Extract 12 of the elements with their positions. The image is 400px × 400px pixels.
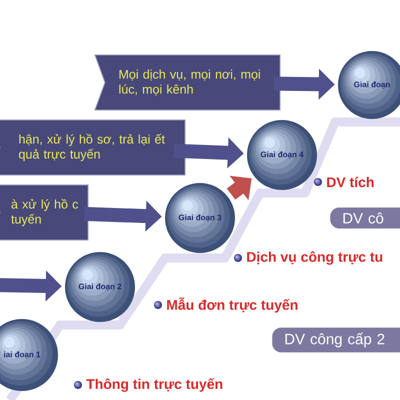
- banner: à xử lý hồ c tuyến: [0, 184, 88, 240]
- pill-label: DV cô: [330, 207, 400, 229]
- sphere: Giai đoạn 2: [65, 252, 135, 322]
- list-item: DV tích: [327, 176, 374, 188]
- banner: hận, xử lý hồ sơ, trả lại ết quả trực tuyến: [0, 120, 186, 176]
- sphere: Giai đoạn 4: [247, 120, 317, 190]
- sphere: Giai đoạn 3: [165, 183, 235, 253]
- list-item: Dịch vụ công trực tu: [247, 251, 382, 265]
- list-item: Thông tin trực tuyến: [86, 378, 222, 392]
- list-item: Mẫu đơn trực tuyến: [167, 297, 298, 313]
- banner: Mọi dịch vụ, mọi nơi, mọi lúc, mọi kênh: [94, 54, 280, 110]
- pill-label: DV công cấp 2: [272, 328, 400, 352]
